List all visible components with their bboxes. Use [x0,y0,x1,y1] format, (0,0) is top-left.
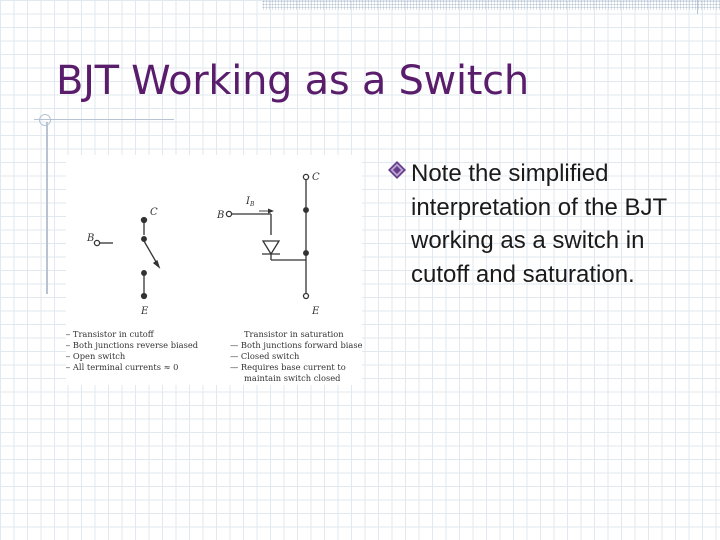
cutoff-circuit [93,216,161,300]
sat-note-2: — Both junctions forward biased [230,340,362,350]
sat-switch-bottom-node [303,250,309,256]
cutoff-label-e: E [140,306,149,317]
bullet-item: Note the simplified interpretation of th… [388,157,688,291]
decor-vertical-line-right [697,0,698,14]
slide-title: BJT Working as a Switch [56,58,529,104]
sat-label-b: B [216,210,224,221]
corner-dot-pattern [262,0,720,10]
sat-label-e: E [311,306,320,317]
cutoff-switch-arrow [152,259,161,269]
cutoff-note-1: — Transistor in cutoff [66,329,155,339]
sat-emitter-terminal [302,292,310,300]
sat-label-c: C [312,172,320,183]
cutoff-emitter-node [140,292,148,300]
sat-collector-terminal [302,173,310,181]
sat-label-ib: IB [245,196,255,208]
cutoff-note-3: — Open switch [66,351,126,361]
diamond-bullet-icon [388,161,406,179]
cutoff-notes: — Transistor in cutoff — Both junctions … [66,329,199,372]
sat-note-5: maintain switch closed [244,373,341,383]
sat-note-4: — Requires base current to [230,362,346,372]
saturation-circuit [225,173,310,300]
cutoff-switch-bottom-node [141,270,147,276]
decor-horizontal-line [34,119,174,120]
decor-ring-icon [39,114,51,126]
cutoff-label-b: B [86,233,94,244]
sat-switch-top-node [303,207,309,213]
sat-note-3: — Closed switch [230,351,300,361]
sat-base-terminal [225,210,233,218]
cutoff-switch-top-node [141,236,147,242]
cutoff-collector-node [140,216,148,224]
sat-diode-triangle [261,240,281,256]
bjt-switch-diagram: C B E C B E IB — Transistor in [66,172,362,383]
decor-vertical-line [46,122,48,294]
sat-base-current-arrow-head [268,208,274,214]
cutoff-note-4: — All terminal currents ≈ 0 [66,362,178,372]
cutoff-label-c: C [150,207,158,218]
sat-note-1: Transistor in saturation [244,329,344,339]
saturation-notes: Transistor in saturation — Both junction… [230,329,362,383]
bjt-switch-figure: C B E C B E IB — Transistor in [66,155,362,385]
cutoff-base-terminal [93,239,101,247]
bullet-text: Note the simplified interpretation of th… [411,160,667,288]
cutoff-note-2: — Both junctions reverse biased [66,340,199,350]
